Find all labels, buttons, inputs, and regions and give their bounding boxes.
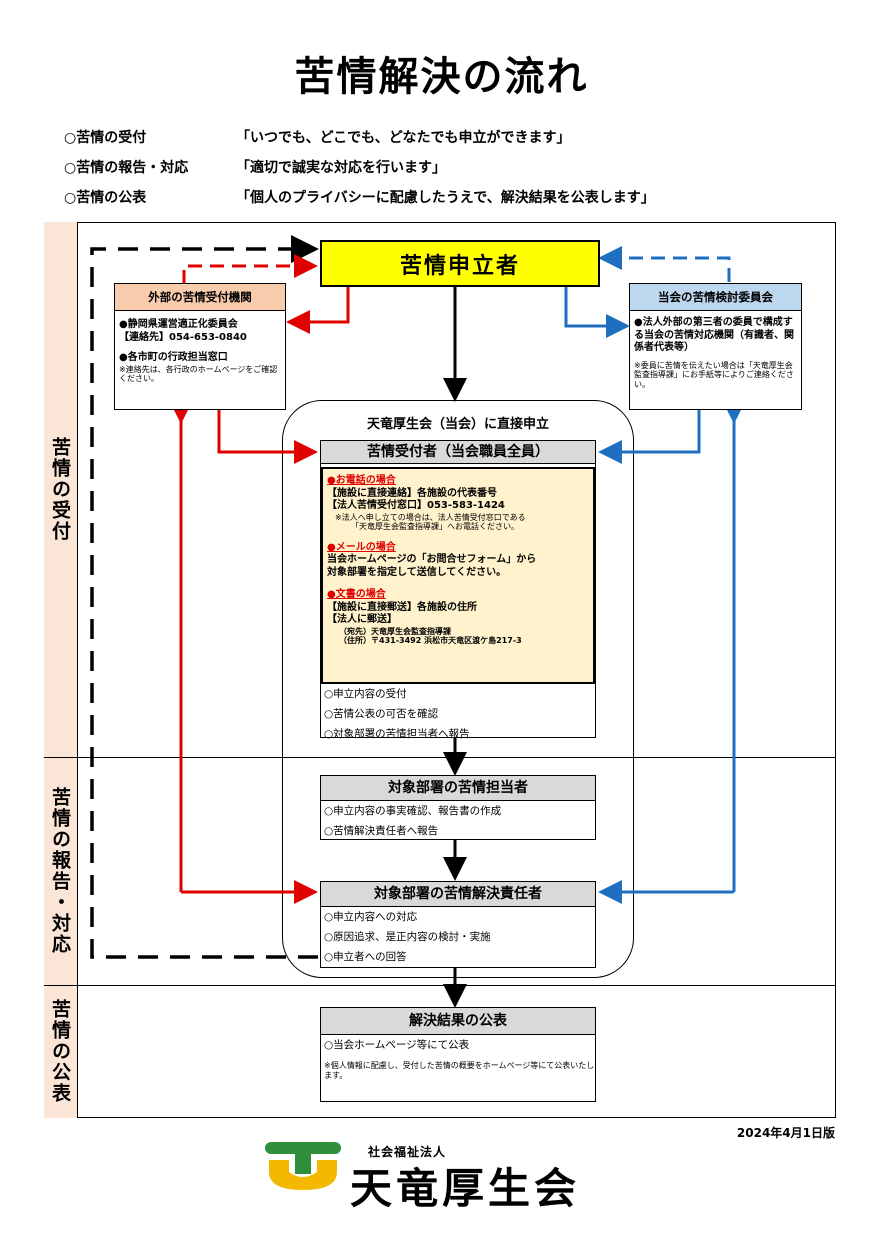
edition-date: 2024年4月1日版 [736,1126,835,1140]
letter-line1: 【施設に直接郵送】各施設の住所 [327,601,477,613]
principle-report: ○苦情の報告・対応 「適切で誠実な対応を行います」 [64,157,446,177]
dept-staff-item: ○申立内容の事実確認、報告書の作成 [324,805,502,817]
section-divider [44,757,836,758]
letter-line3: （宛先）天竜厚生会監査指導課 [339,626,451,636]
phone-line1: 【施設に直接連絡】各施設の代表番号 [327,487,497,499]
letter-line4: （住所）〒431-3492 浜松市天竜区渡ケ島217-3 [339,636,522,646]
contact-methods: ●お電話の場合 【施設に直接連絡】各施設の代表番号 【法人苦情受付窓口】053-… [321,467,595,684]
blue-arrow-to-committee [564,283,630,338]
complainant-box: 苦情申立者 [320,240,600,287]
band-report: 苦情の報告・対応 [44,757,78,985]
principle-text: 「個人のプライバシーに配慮したうえで、解決結果を公表します」 [236,190,655,206]
letter-title: ●文書の場合 [327,589,386,601]
receiver-item: ○対象部署の苦情担当者へ報告 [324,728,470,740]
phone-note1: ※法人へ申し立ての場合は、法人苦情受付窓口である [335,512,526,522]
dept-manager-header: 対象部署の苦情解決責任者 [321,882,595,907]
blue-arrow-to-receiver [598,410,701,464]
publication-note: ※個人情報に配慮し、受付した苦情の概要をホームページ等にて公表いたします。 [324,1061,595,1080]
external-org1: ●静岡県運営適正化委員会 [119,319,238,330]
dashed-reply-line [90,235,319,959]
mail-title: ●メールの場合 [327,541,396,553]
phone-note2: 「天竜厚生会監査指導課」へお電話ください。 [351,522,519,532]
dept-manager-item: ○申立者への回答 [324,951,407,963]
principle-text: 「いつでも、どこでも、どなたでも申立ができます」 [236,130,571,146]
receiver-item: ○苦情公表の可否を確認 [324,708,439,720]
principle-label: ○苦情の報告・対応 [64,160,189,176]
principle-publication: ○苦情の公表 「個人のプライバシーに配慮したうえで、解決結果を公表します」 [64,187,655,207]
publication-box: 解決結果の公表 ○当会ホームページ等にて公表 ※個人情報に配慮し、受付した苦情の… [320,1007,596,1102]
receiver-header: 苦情受付者（当会職員全員） [321,441,595,464]
dept-manager-item: ○申立内容への対応 [324,911,418,923]
external-note: ※連絡先は、各行政のホームページをご確認ください。 [119,364,278,384]
receiver-box: 苦情受付者（当会職員全員） ●お電話の場合 【施設に直接連絡】各施設の代表番号 … [320,440,596,740]
dept-staff-header: 対象部署の苦情担当者 [321,776,595,801]
committee-note: ※委員に苦情を伝えたい場合は「天竜厚生会監査指導課」にお手紙等によりご連絡くださ… [634,360,794,389]
logo-name: 天竜厚生会 [350,1164,581,1213]
direct-complaint-label: 天竜厚生会（当会）に直接申立 [366,417,549,432]
blue-dashed-arrow [598,246,731,282]
logo-mark [265,1142,341,1190]
phone-line2: 【法人苦情受付窓口】053-583-1424 [327,500,505,511]
phone-title: ●お電話の場合 [327,475,396,486]
external-org2: ●各市町の行政担当窓口 [119,352,228,363]
red-arrow-to-receiver [217,410,318,464]
receiver-item: ○申立内容の受付 [324,688,407,700]
dept-manager-item: ○原因追求、是正内容の検討・実施 [324,931,491,943]
committee-header: 当会の苦情検討委員会 [630,284,801,311]
page-title: 苦情解決の流れ [294,54,589,100]
red-dashed-arrow [182,254,318,284]
principle-reception: ○苦情の受付 「いつでも、どこでも、どなたでも申立ができます」 [64,127,570,147]
dept-staff-box: 対象部署の苦情担当者 ○申立内容の事実確認、報告書の作成 ○苦情解決責任者へ報告 [320,775,596,840]
external-agency-header: 外部の苦情受付機関 [115,284,285,311]
publication-header: 解決結果の公表 [321,1008,595,1035]
publication-item: ○当会ホームページ等にて公表 [324,1039,470,1051]
committee-body: ●法人外部の第三者の委員で構成する当会の苦情対応機関（有識者、関係者代表等） [634,317,794,353]
principle-text: 「適切で誠実な対応を行います」 [236,160,446,176]
logo-subtitle: 社会福祉法人 [368,1145,447,1159]
dept-staff-item: ○苦情解決責任者へ報告 [324,825,439,837]
dept-manager-box: 対象部署の苦情解決責任者 ○申立内容への対応 ○原因追求、是正内容の検討・実施 … [320,881,596,968]
mail-line1: 当会ホームページの「お問合せフォーム」から [327,554,537,566]
external-org1-contact: 【連絡先】054-653-0840 [119,331,247,343]
band-reception: 苦情の受付 [44,222,78,757]
committee-box: 当会の苦情検討委員会 ●法人外部の第三者の委員で構成する当会の苦情対応機関（有識… [629,283,802,410]
principle-label: ○苦情の公表 [64,190,147,206]
principle-label: ○苦情の受付 [64,130,147,146]
external-agency-box: 外部の苦情受付機関 ●静岡県運営適正化委員会 【連絡先】054-653-0840… [114,283,286,410]
section-divider [44,985,836,986]
letter-line2: 【法人に郵送】 [327,614,397,626]
red-arrow-to-external [286,283,350,334]
band-publication: 苦情の公表 [44,985,78,1118]
mail-line2: 対象部署を指定して送信してください。 [327,566,507,578]
